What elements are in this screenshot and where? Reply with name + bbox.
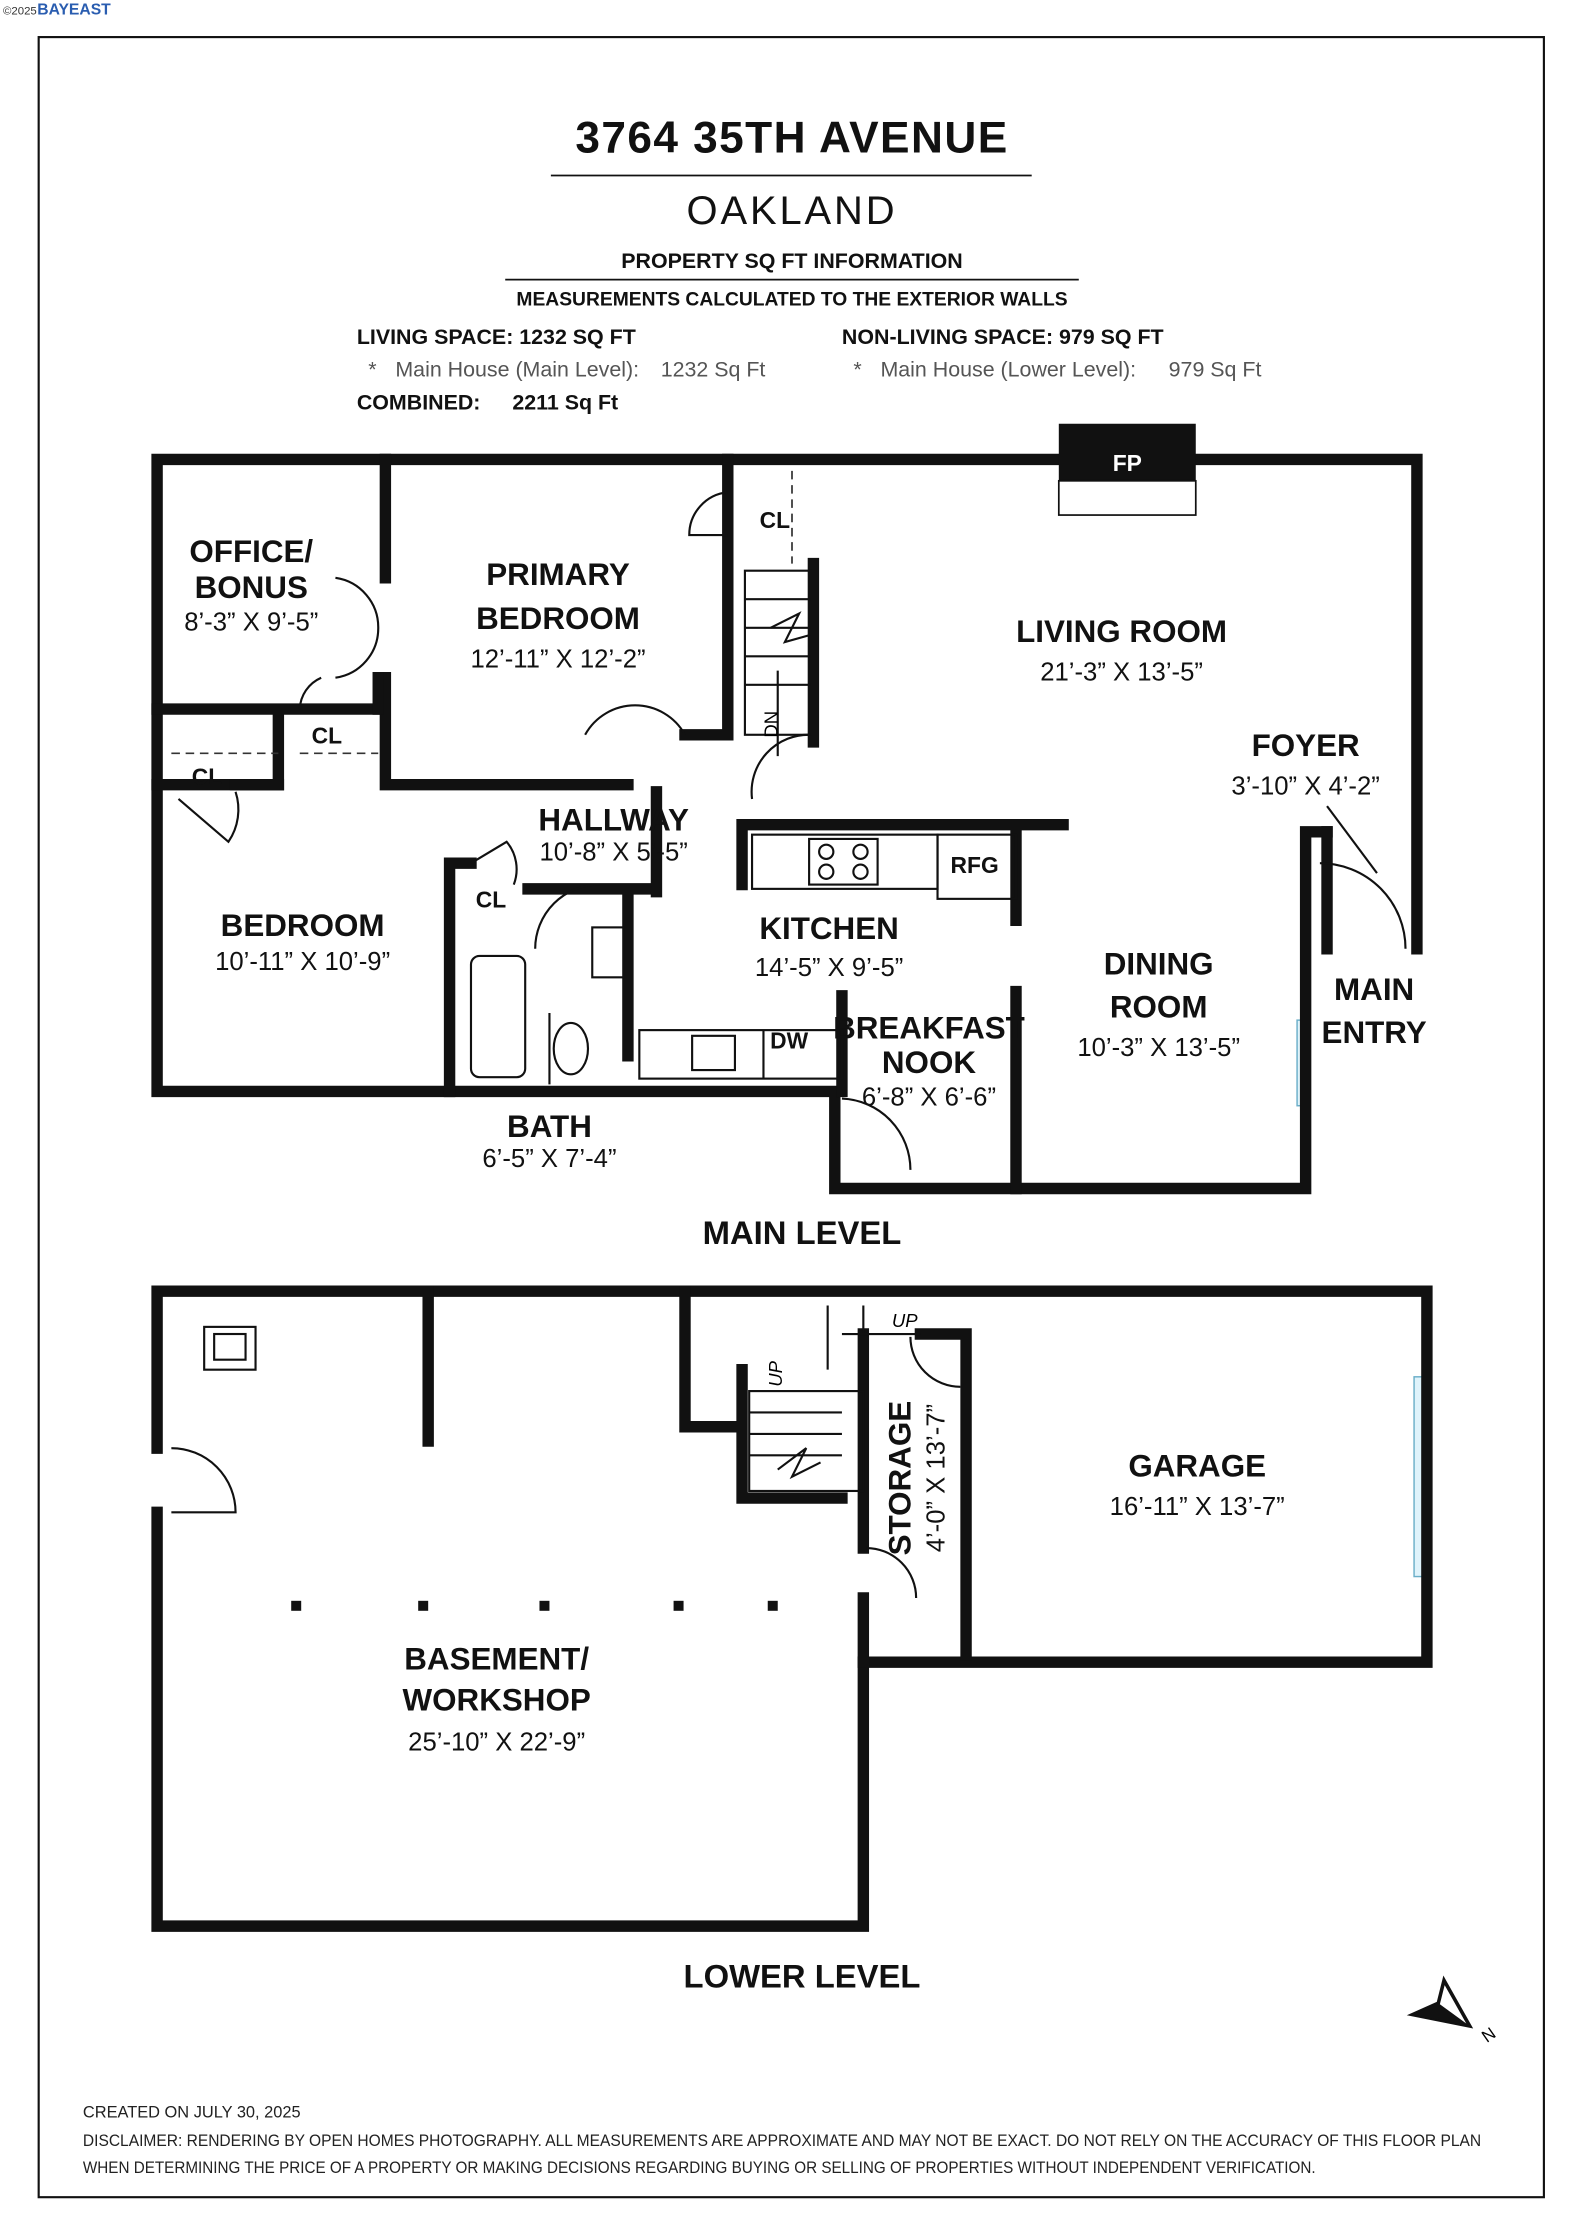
nonliving-detail-value: 979 Sq Ft — [1169, 358, 1262, 382]
disclaimer-line: DISCLAIMER: RENDERING BY OPEN HOMES PHOT… — [83, 2132, 1481, 2150]
primary-bedroom-name: PRIMARY — [486, 557, 630, 592]
main-entry-name: ENTRY — [1322, 1015, 1427, 1050]
toilet — [552, 1021, 590, 1076]
fp-label: FP — [1113, 450, 1142, 476]
section-title: PROPERTY SQ FT INFORMATION — [621, 249, 962, 273]
copyright-text: ©2025 — [3, 5, 37, 17]
fireplace — [1058, 423, 1196, 481]
primary-bedroom-dim: 12’-11” X 12’-2” — [470, 646, 645, 674]
kitchen-name: KITCHEN — [759, 911, 898, 946]
kitchen-dim: 14’-5” X 9’-5” — [755, 954, 903, 982]
combined-label: COMBINED: — [357, 390, 481, 414]
basement-name: WORKSHOP — [403, 1683, 591, 1718]
rfg-label: RFG — [951, 852, 999, 878]
living-detail-value: 1232 Sq Ft — [661, 358, 766, 382]
basement-dim: 25’-10” X 22’-9” — [408, 1729, 585, 1757]
hallway-dim: 10’-8” X 5’-5” — [539, 838, 687, 866]
up-label: UP — [765, 1360, 786, 1386]
main-entry-name: MAIN — [1334, 972, 1414, 1007]
office-name: OFFICE/ — [189, 534, 313, 569]
living-detail-label: Main House (Main Level): — [395, 358, 639, 382]
garage-dim: 16’-11” X 13’-7” — [1110, 1493, 1285, 1521]
closet-label: CL — [760, 507, 790, 533]
page-border — [37, 36, 1545, 2199]
bedroom-dim: 10’-11” X 10’-9” — [215, 948, 390, 976]
bullet: * — [368, 358, 376, 382]
lower-level-plan: UP UP BASEMENT/ WORKSHOP 25’-10” X 22’-9… — [151, 1285, 1433, 1994]
kitchen-sink — [691, 1034, 736, 1072]
doors — [171, 1336, 961, 1598]
created-date: CREATED ON JULY 30, 2025 — [83, 2103, 301, 2121]
bullet: * — [853, 358, 861, 382]
office-name: BONUS — [195, 570, 308, 605]
dining-room-name: ROOM — [1110, 989, 1208, 1024]
closet-label: CL — [476, 886, 506, 912]
combined-value: 2211 Sq Ft — [512, 390, 618, 414]
north-label: N — [1478, 2024, 1499, 2047]
stove — [808, 837, 879, 886]
address-title: 3764 35TH AVENUE — [575, 114, 1008, 163]
up-label: UP — [892, 1310, 918, 1331]
office-dim: 8’-3” X 9’-5” — [184, 609, 318, 637]
breakfast-nook-dim: 6’-8” X 6’-6” — [862, 1084, 996, 1112]
bath-name: BATH — [507, 1109, 592, 1144]
measurement-subtitle: MEASUREMENTS CALCULATED TO THE EXTERIOR … — [516, 289, 1067, 310]
living-space-label: LIVING SPACE: 1232 SQ FT — [357, 325, 636, 349]
lower-level-label: LOWER LEVEL — [684, 1957, 921, 1994]
bath-dim: 6’-5” X 7’-4” — [482, 1145, 616, 1173]
foyer-dim: 3’-10” X 4’-2” — [1231, 773, 1379, 801]
bath-sink — [591, 926, 625, 979]
bathtub — [469, 954, 527, 1079]
hearth — [1057, 479, 1197, 516]
city-title: OAKLAND — [687, 189, 898, 233]
disclaimer-line: WHEN DETERMINING THE PRICE OF A PROPERTY… — [83, 2159, 1316, 2177]
bedroom-name: BEDROOM — [221, 908, 385, 943]
stairs-up — [748, 1305, 921, 1493]
bath-fixtures — [469, 926, 625, 1085]
utility-sink — [203, 1325, 257, 1371]
support-posts — [291, 1600, 778, 1611]
nonliving-space-label: NON-LIVING SPACE: 979 SQ FT — [842, 325, 1164, 349]
bayeast-watermark: ©2025 BAYEAST — [3, 1, 111, 18]
basement-name: BASEMENT/ — [404, 1641, 589, 1676]
windows — [152, 1286, 1424, 1578]
north-arrow-icon: N — [1406, 1975, 1499, 2047]
closet-label: CL — [312, 722, 342, 748]
kitchen-fixtures — [638, 833, 1018, 1080]
storage-dim: 4’-0” X 13’-7” — [923, 1404, 951, 1552]
walls — [151, 1285, 1433, 1932]
breakfast-nook-name: BREAKFAST — [833, 1011, 1025, 1046]
closet-label: CL — [192, 764, 222, 790]
hallway-name: HALLWAY — [538, 802, 689, 837]
dining-room-dim: 10’-3” X 13’-5” — [1077, 1034, 1240, 1062]
breakfast-nook-name: NOOK — [882, 1045, 976, 1080]
doors — [177, 491, 1407, 1170]
dining-room-name: DINING — [1104, 946, 1214, 981]
living-room-dim: 21’-3” X 13’-5” — [1040, 659, 1203, 687]
dw-label: DW — [770, 1028, 808, 1054]
primary-bedroom-name: BEDROOM — [476, 601, 640, 636]
garage-name: GARAGE — [1128, 1449, 1266, 1484]
stairs-down — [743, 569, 812, 757]
walls — [151, 453, 1423, 1195]
logo-text: BAYEAST — [37, 1, 111, 18]
main-level-plan: FP DN — [151, 423, 1427, 1251]
nonliving-detail-label: Main House (Lower Level): — [880, 358, 1136, 382]
storage-name: STORAGE — [882, 1401, 917, 1556]
living-room-name: LIVING ROOM — [1016, 614, 1227, 649]
foyer-name: FOYER — [1252, 728, 1360, 763]
dn-label: DN — [761, 711, 782, 738]
main-level-label: MAIN LEVEL — [703, 1214, 902, 1251]
